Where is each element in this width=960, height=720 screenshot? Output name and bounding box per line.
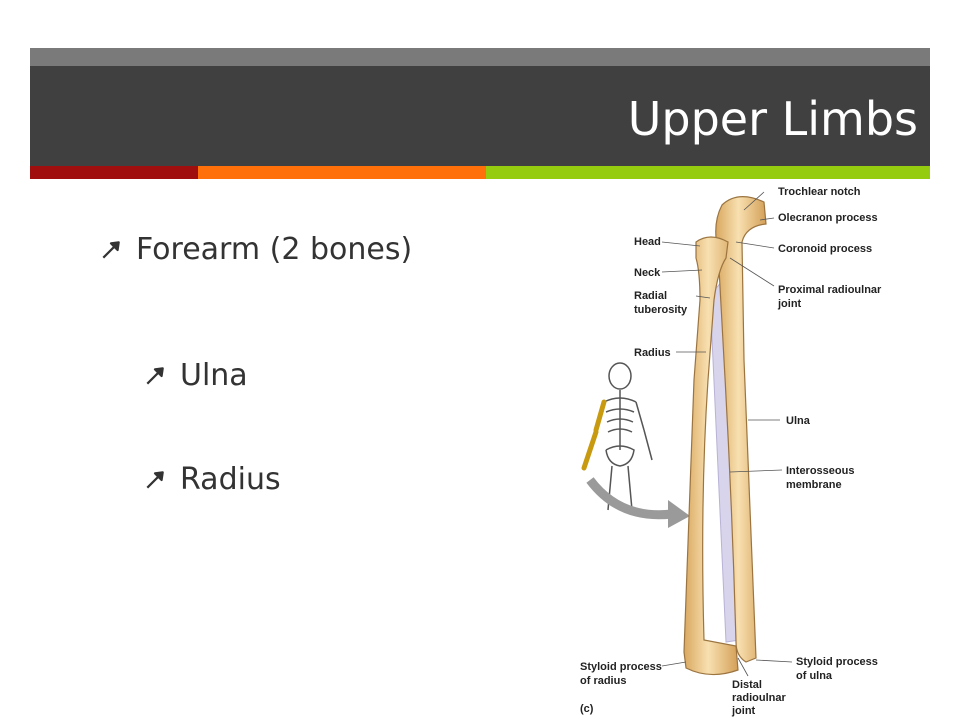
forearm-bones-illustration: Trochlear notch Olecranon process Corono… (560, 180, 960, 720)
label-distal-radioulnar-1: Distal (732, 679, 762, 691)
title-bar: Upper Limbs (30, 66, 930, 166)
label-radial-tuberosity-1: Radial (634, 290, 667, 302)
label-trochlear-notch: Trochlear notch (778, 186, 861, 198)
label-radius: Radius (634, 347, 671, 359)
title-top-strip (30, 48, 930, 66)
bullet-text: Forearm (2 bones) (136, 232, 413, 267)
label-distal-radioulnar-2: radioulnar (732, 692, 787, 704)
accent-bar-green (486, 166, 930, 179)
accent-bar-red (30, 166, 198, 179)
label-interosseous-1: Interosseous (786, 465, 854, 477)
arrow-up-right-icon (146, 366, 164, 384)
label-styloid-radius-2: of radius (580, 675, 626, 687)
label-interosseous-2: membrane (786, 479, 842, 491)
radius-bone (683, 236, 739, 676)
label-styloid-radius-1: Styloid process (580, 661, 662, 673)
slide-title: Upper Limbs (627, 92, 918, 146)
bullet-text: Radius (180, 462, 281, 497)
arrow-up-right-icon (102, 240, 120, 258)
label-proximal-radioulnar-2: joint (777, 298, 802, 310)
forearm-diagram: Trochlear notch Olecranon process Corono… (580, 186, 882, 717)
bullet-text: Ulna (180, 358, 248, 393)
label-proximal-radioulnar-1: Proximal radioulnar (778, 284, 882, 296)
skeleton-thumbnail-icon (603, 362, 653, 511)
label-coronoid-process: Coronoid process (778, 243, 872, 255)
accent-bar-orange (198, 166, 486, 179)
ulna-bone (715, 196, 767, 663)
label-styloid-ulna-2: of ulna (796, 670, 833, 682)
leader-lines (661, 191, 793, 677)
bullet-forearm: Forearm (2 bones) (100, 232, 412, 267)
label-radial-tuberosity-2: tuberosity (634, 304, 688, 316)
label-olecranon-process: Olecranon process (778, 212, 878, 224)
highlighted-arm (581, 399, 607, 471)
pointer-arrow-icon (586, 477, 673, 520)
label-styloid-ulna-1: Styloid process (796, 656, 878, 668)
arrow-up-right-icon (146, 470, 164, 488)
label-distal-radioulnar-3: joint (731, 705, 756, 717)
label-neck: Neck (634, 267, 661, 279)
label-ulna: Ulna (786, 415, 811, 427)
label-head: Head (634, 236, 661, 248)
label-panel-c: (c) (580, 703, 594, 715)
bullet-ulna: Ulna (144, 358, 248, 393)
bullet-radius: Radius (144, 462, 281, 497)
pointer-arrowhead (668, 500, 690, 528)
